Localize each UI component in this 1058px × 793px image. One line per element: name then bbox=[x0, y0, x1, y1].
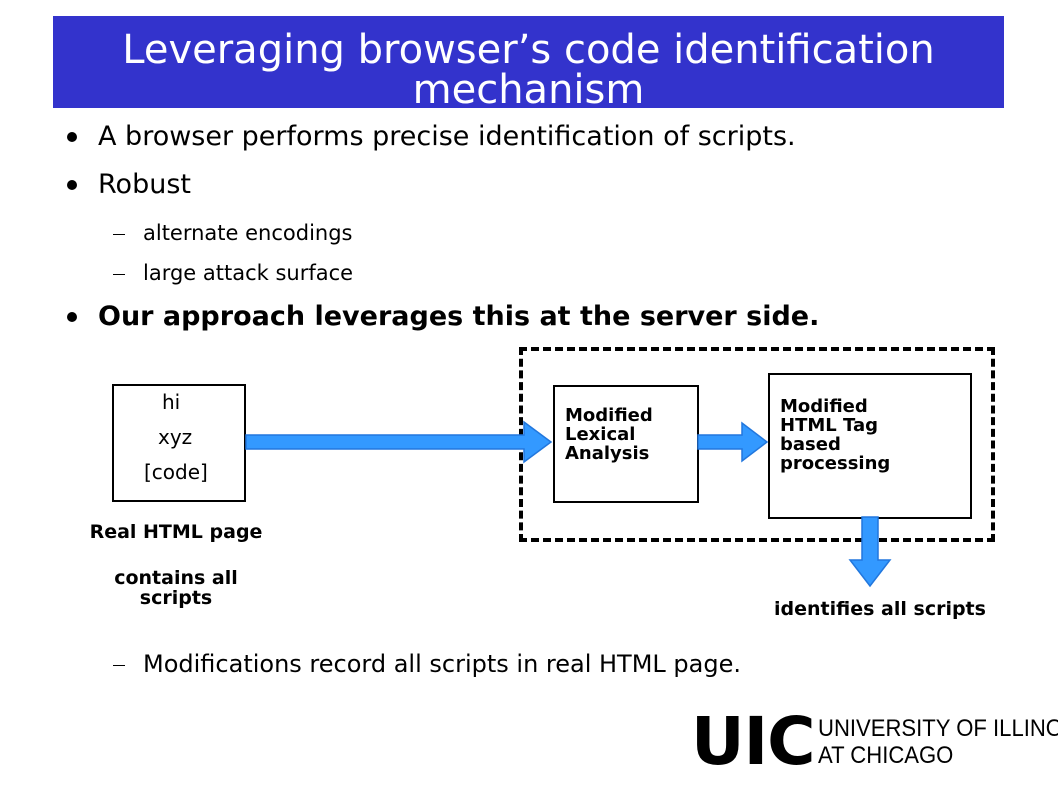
dash-icon bbox=[113, 274, 125, 275]
bullet-our-approach: Our approach leverages this at the serve… bbox=[67, 301, 820, 333]
real-html-page-caption: Real HTML page bbox=[89, 521, 263, 543]
tag-box-label: Modified HTML Tag based processing bbox=[780, 396, 891, 474]
lexical-box-label: Modified Lexical Analysis bbox=[565, 405, 653, 464]
bullet-text: A browser performs precise identificatio… bbox=[98, 121, 796, 152]
identifies-all-scripts-caption: identifies all scripts bbox=[774, 598, 986, 620]
slide-title-line-1: Leveraging browser’s code identification bbox=[122, 27, 935, 73]
modified-lexical-analysis-box bbox=[553, 385, 699, 503]
real-html-page-box bbox=[112, 384, 246, 502]
sub-bullet-text: alternate encodings bbox=[143, 221, 353, 245]
bullet-text: Our approach leverages this at the serve… bbox=[98, 301, 820, 332]
page-line-hi: hi bbox=[162, 390, 181, 414]
uic-logo: UIC UNIVERSITY OF ILLINOIS AT CHICAGO bbox=[691, 703, 1058, 780]
bullet-dot-icon bbox=[67, 312, 77, 322]
page-line-code: [code] bbox=[144, 460, 208, 484]
sub-bullet-alternate-encodings: alternate encodings bbox=[113, 220, 353, 246]
contains-all-scripts-caption: contains all scripts bbox=[114, 567, 238, 609]
uic-logo-mark: UIC bbox=[691, 703, 816, 780]
slide-title-line-2: mechanism bbox=[412, 67, 645, 113]
dash-icon bbox=[113, 234, 125, 235]
page-line-xyz: xyz bbox=[158, 425, 193, 449]
bullet-robust: Robust bbox=[67, 169, 191, 201]
bullet-text: Robust bbox=[98, 169, 191, 200]
dash-icon bbox=[113, 665, 125, 666]
bullet-browser-identification: A browser performs precise identificatio… bbox=[67, 121, 796, 153]
uic-logo-line-2: AT CHICAGO bbox=[818, 742, 954, 769]
sub-bullet-text: Modifications record all scripts in real… bbox=[143, 650, 741, 678]
arrow-lexical-to-tag bbox=[697, 421, 769, 463]
bullet-dot-icon bbox=[67, 132, 77, 142]
bullet-dot-icon bbox=[67, 180, 77, 190]
uic-logo-line-1: UNIVERSITY OF ILLINOIS bbox=[818, 715, 1058, 742]
sub-bullet-text: large attack surface bbox=[143, 261, 354, 285]
slide-title-bar: Leveraging browser’s code identification… bbox=[53, 16, 1004, 112]
arrow-page-to-lexical bbox=[245, 420, 553, 464]
sub-bullet-modifications: Modifications record all scripts in real… bbox=[113, 649, 741, 679]
sub-bullet-attack-surface: large attack surface bbox=[113, 260, 354, 286]
arrow-tag-to-output bbox=[848, 516, 892, 588]
